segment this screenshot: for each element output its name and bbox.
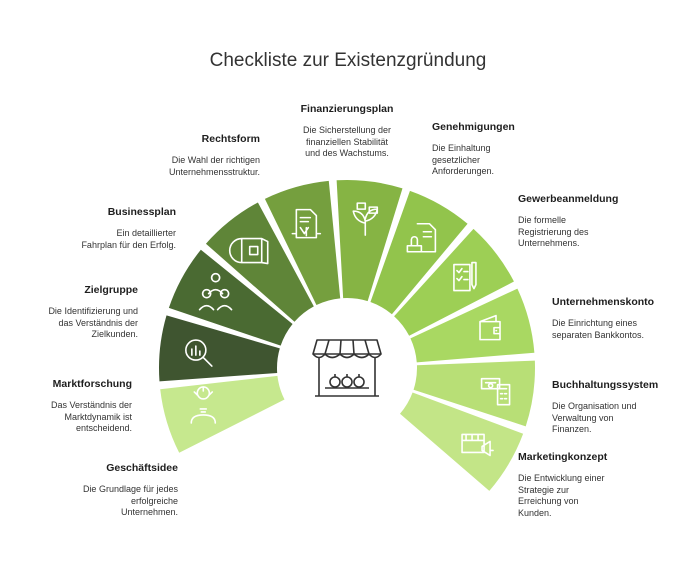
step-description-line: Die Entwicklung einer <box>518 473 605 483</box>
people-group-icon <box>198 272 233 311</box>
step-description-line: Die formelle <box>518 215 567 225</box>
step-description-line: Finanzen. <box>552 424 592 434</box>
step-description-line: Unternehmen. <box>120 507 178 517</box>
segment-5 <box>264 180 341 306</box>
step-description-line: Unternehmens. <box>518 238 580 248</box>
center-circle <box>285 306 409 430</box>
step-description-line: finanziellen Stabilität <box>305 136 389 147</box>
stamp-document-icon <box>406 222 437 253</box>
step-description-line: und des Wachstums. <box>305 148 389 158</box>
step-description-line: Erreichung von <box>518 496 579 506</box>
page-title: Checkliste zur Existenzgründung <box>209 50 487 71</box>
step-description-line: Ein detaillierter <box>116 228 176 238</box>
magnifier-chart-icon <box>185 339 213 367</box>
segment-10 <box>413 360 535 427</box>
step-description-line: Die Identifizierung und <box>48 306 138 316</box>
step-description-line: Die Organisation und <box>552 401 637 411</box>
wallet-icon <box>479 314 501 341</box>
step-description-line: Zielkunden. <box>91 329 138 339</box>
segment-9 <box>410 288 535 363</box>
segment-1 <box>160 375 285 453</box>
step-description-line: Die Einhaltung <box>432 143 491 153</box>
money-calculator-icon <box>480 377 511 406</box>
step-description-line: Das Verständnis der <box>50 400 132 410</box>
step-description-line: gesetzlicher <box>432 154 481 165</box>
step-description-line: Marktdynamik ist <box>64 411 132 422</box>
blueprint-icon <box>228 237 269 265</box>
step-description-line: Die Wahl der richtigen <box>171 155 260 165</box>
legal-document-icon <box>291 208 322 239</box>
step-title: Finanzierungsplan <box>300 103 394 115</box>
step-title: Zielgruppe <box>84 284 138 296</box>
step-title: Businessplan <box>107 206 176 218</box>
step-title: Unternehmenskonto <box>552 296 655 308</box>
step-title: Rechtsform <box>201 133 260 145</box>
segment-icons <box>185 202 511 457</box>
step-title: Geschäftsidee <box>106 462 178 474</box>
step-description-line: separaten Bankkontos. <box>552 329 645 340</box>
step-description-line: Die Einrichtung eines <box>552 318 638 328</box>
step-description-line: Anforderungen. <box>432 166 495 176</box>
step-description-line: entscheidend. <box>75 423 132 433</box>
step-description-line: erfolgreiche <box>130 495 178 506</box>
step-description-line: Verwaltung von <box>552 412 614 423</box>
step-description-line: Strategie zur <box>518 484 570 495</box>
step-description-line: Kunden. <box>518 507 552 518</box>
megaphone-video-icon <box>461 433 494 457</box>
market-stall-icon <box>312 339 382 397</box>
money-plant-icon <box>352 202 379 236</box>
step-title: Buchhaltungssystem <box>552 379 659 391</box>
step-description-line: Unternehmensstruktur. <box>168 166 260 177</box>
segment-6 <box>336 180 403 302</box>
step-description-line: Die Sicherstellung der <box>302 125 392 135</box>
checklist-pen-icon <box>453 261 477 292</box>
step-title: Genehmigungen <box>432 121 515 133</box>
step-title: Gewerbeanmeldung <box>518 193 619 205</box>
step-description-line: Fahrplan für den Erfolg. <box>81 239 176 250</box>
step-description-line: Die Grundlage für jedes <box>82 484 178 494</box>
step-description-line: das Verständnis der <box>58 317 138 328</box>
segment-2 <box>159 315 280 382</box>
step-title: Marketingkonzept <box>518 451 608 463</box>
step-description-line: Registrierung des <box>518 226 589 237</box>
segment-7 <box>370 190 468 315</box>
step-title: Marktforschung <box>52 378 132 390</box>
segment-3 <box>168 249 293 346</box>
lightbulb-person-icon <box>190 386 217 424</box>
